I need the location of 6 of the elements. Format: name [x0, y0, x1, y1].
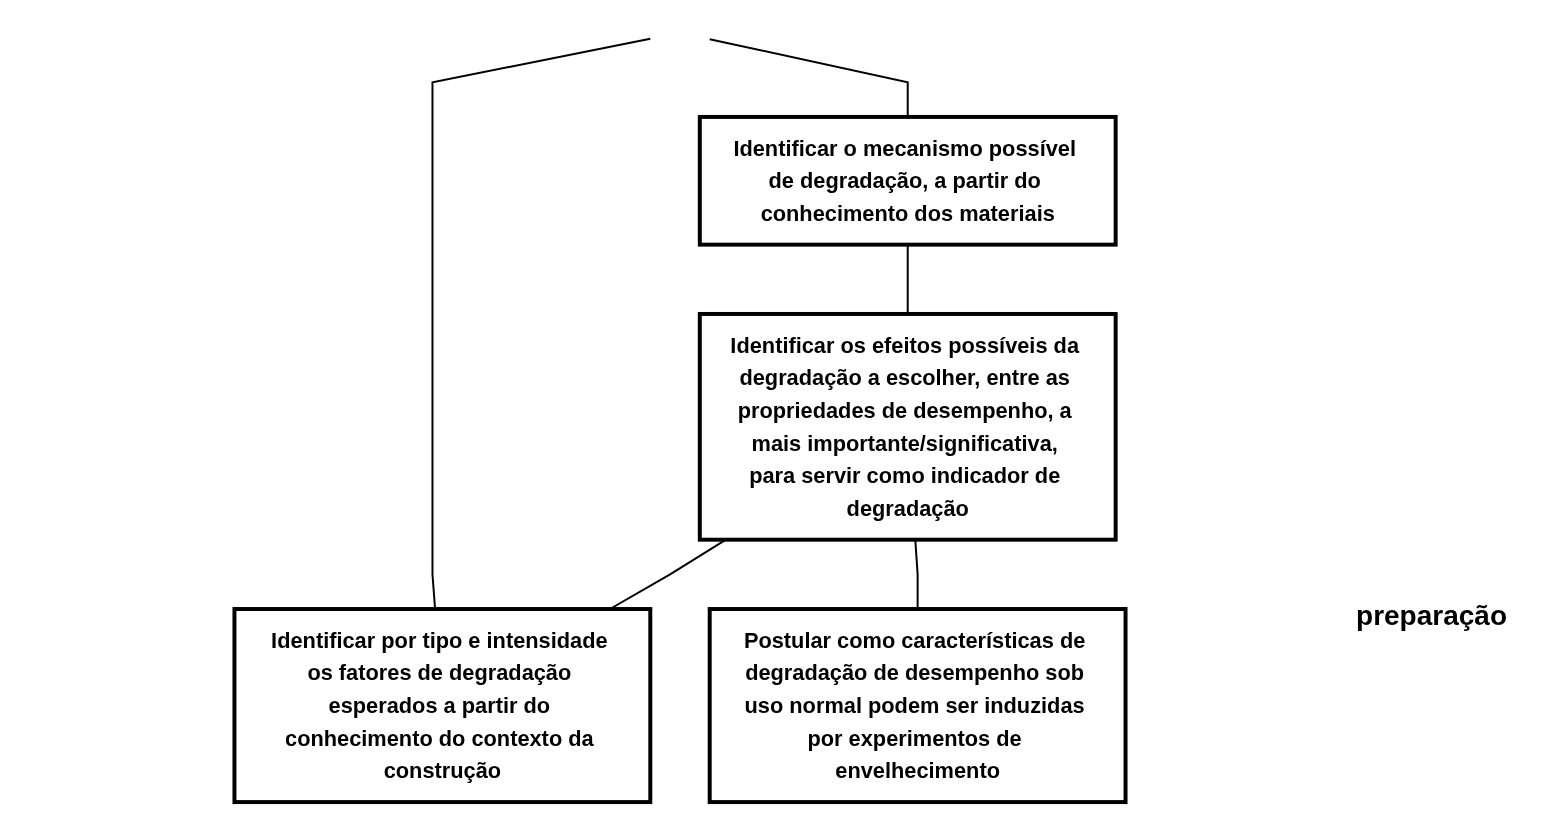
connector — [431, 37, 652, 610]
node-box: Postular como características de degradação de desempenho sob uso normal podem ser induzidas por experimentos de envelhecimento — [707, 607, 1128, 805]
stage-label: preparação — [1356, 600, 1507, 632]
node-box: Identificar por tipo e intensidade os fatores de degradação esperados a partir do conhecimento do contexto da construção — [232, 607, 653, 805]
node-box: Identificar os efeitos possíveis da degradação a escolher, entre as propriedades de desempenho, a mais importante/significativa, para servir como indicador de degradação — [697, 311, 1118, 542]
node-box: Identificar o mecanismo possível de degradação, a partir do conhecimento dos materiais — [697, 114, 1118, 247]
